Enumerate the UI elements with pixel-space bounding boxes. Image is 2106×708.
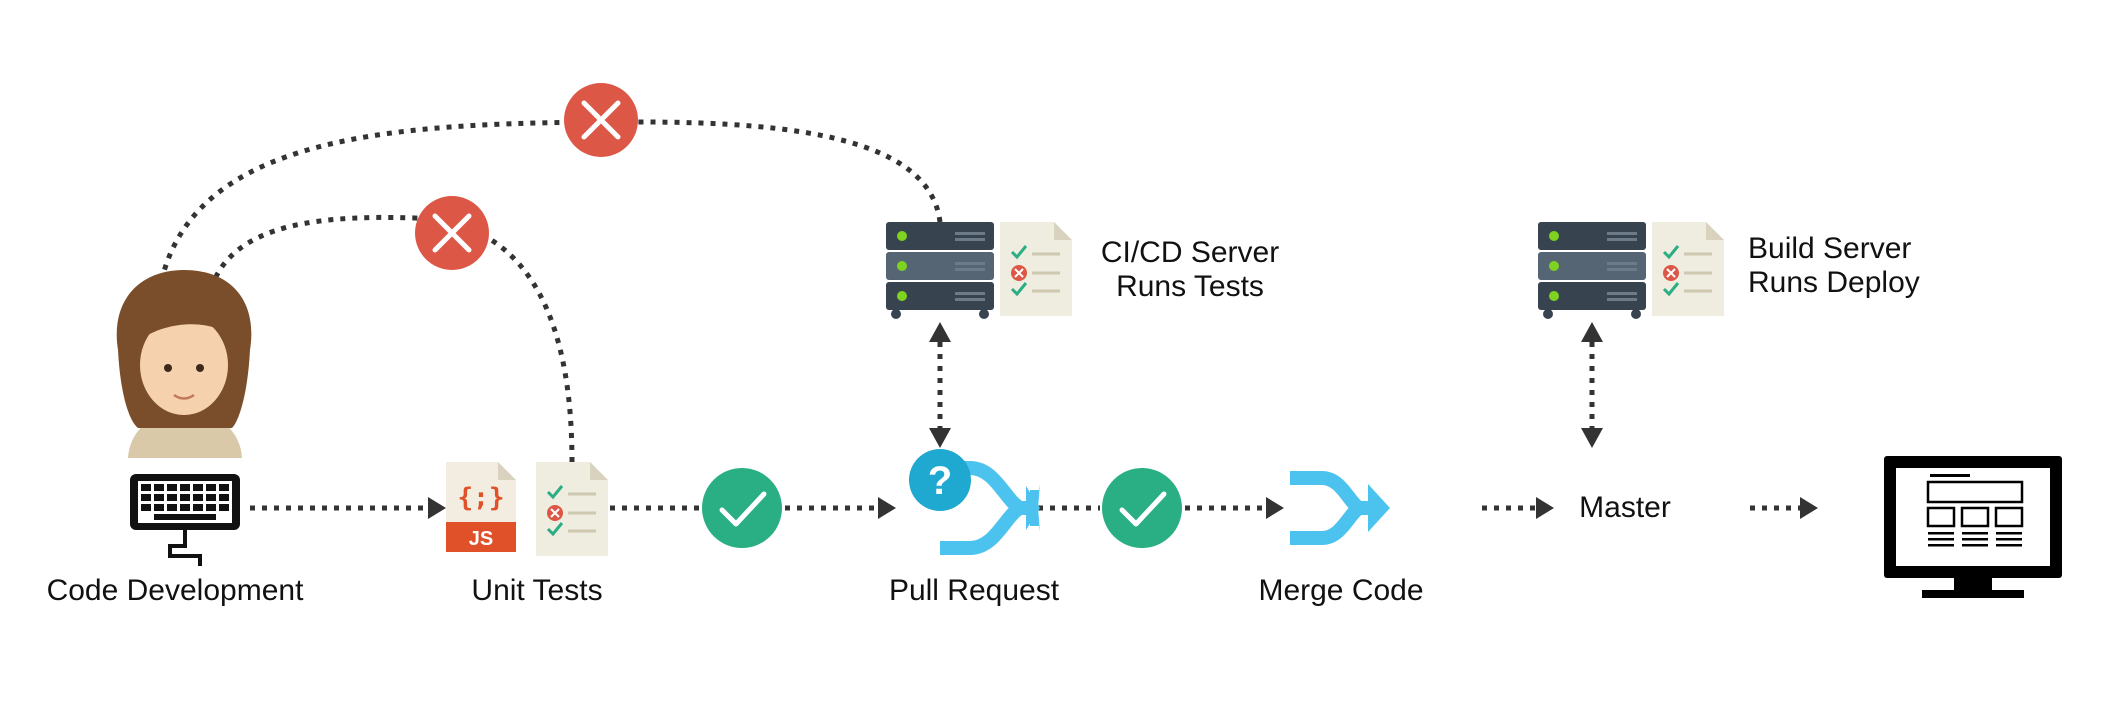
fail-loop-unit bbox=[205, 214, 575, 463]
build-server-label: Build Server Runs Deploy bbox=[1748, 232, 1920, 300]
build-server-title: Build Server bbox=[1748, 232, 1912, 265]
pass-badge-unit bbox=[702, 468, 782, 548]
build-server-subtitle: Runs Deploy bbox=[1748, 266, 1920, 299]
test-report-doc-icon bbox=[536, 462, 608, 556]
connector-pass-pr-arrow bbox=[878, 497, 896, 519]
question-badge: ? bbox=[909, 449, 971, 511]
merge-code-icon bbox=[1290, 471, 1390, 545]
ci-server-title: CI/CD Server bbox=[1100, 236, 1280, 269]
monitor-icon bbox=[1884, 456, 2062, 598]
keyboard-icon bbox=[130, 474, 240, 566]
connector-ci-pr-arrow-down bbox=[929, 428, 951, 448]
js-file-badge: JS bbox=[469, 528, 493, 550]
connector-master-deploy-arrow bbox=[1800, 497, 1818, 519]
master-label: Master bbox=[1579, 491, 1671, 524]
code-development-label: Code Development bbox=[46, 574, 304, 607]
build-test-report-icon bbox=[1652, 222, 1724, 316]
fail-badge-ci bbox=[564, 83, 638, 157]
question-mark: ? bbox=[928, 459, 952, 503]
fail-badge-unit bbox=[415, 196, 489, 270]
build-server-icon bbox=[1538, 222, 1646, 319]
unit-tests-label: Unit Tests bbox=[471, 574, 603, 607]
merge-code-label: Merge Code bbox=[1258, 574, 1424, 607]
pass-badge-pr bbox=[1102, 468, 1182, 548]
developer-avatar-icon bbox=[116, 270, 252, 458]
connector-merge-master-arrow bbox=[1536, 497, 1554, 519]
connector-code-unit-arrow bbox=[428, 497, 446, 519]
connector-build-master-arrow-down bbox=[1581, 428, 1603, 448]
ci-server-subtitle: Runs Tests bbox=[1116, 270, 1264, 303]
connector-pass-merge-arrow bbox=[1266, 497, 1284, 519]
webpage-wireframe-icon bbox=[1926, 474, 2024, 547]
pull-request-merge-icon bbox=[940, 461, 1040, 555]
fail-loop-ci bbox=[155, 119, 943, 301]
connector-ci-pr-arrow-up bbox=[929, 322, 951, 342]
ci-server-icon bbox=[886, 222, 994, 319]
js-file-symbol: {;} bbox=[458, 483, 505, 513]
ci-test-report-icon bbox=[1000, 222, 1072, 316]
ci-server-label: CI/CD Server Runs Tests bbox=[1101, 236, 1279, 304]
js-file-icon: {;} JS bbox=[446, 462, 516, 552]
connector-build-master-arrow-up bbox=[1581, 322, 1603, 342]
pull-request-label: Pull Request bbox=[888, 574, 1060, 607]
